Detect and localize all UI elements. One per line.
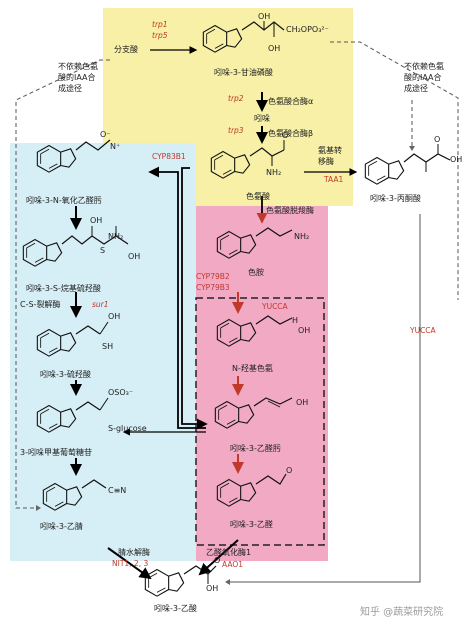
sur1-label: sur1 — [92, 300, 109, 309]
indep-right-1: 不依赖色氨 — [404, 62, 444, 71]
dashed-left-indep — [15, 59, 110, 511]
aminotransferase-1: 氨基转 — [318, 146, 342, 155]
thio-sh-label: SH — [102, 342, 114, 351]
tryptamine-region — [196, 206, 328, 561]
thiohydroximate-structure — [36, 321, 109, 357]
aldehyde-oxidase-label: 乙醛氧化酶1 — [206, 548, 252, 557]
dashed-right-indep — [330, 41, 459, 300]
ianoxide-o-label: O⁻ — [100, 130, 111, 139]
yucca-pink-label: YUCCA — [262, 302, 288, 311]
nitrilase-label: 腈水解酶 — [118, 548, 150, 557]
iaox-structure — [214, 397, 293, 429]
cyp83b1-label: CYP83B1 — [152, 152, 186, 161]
gluco-oso3-label: OSO₃⁻ — [108, 388, 134, 397]
iaald-o-label: O — [286, 466, 293, 475]
indep-left-1: 不依赖色氨 — [58, 62, 98, 71]
arrow-yucca-to-iaa — [225, 214, 421, 585]
ian-label: 吲哚-3-乙腈 — [40, 522, 83, 531]
n-hydroxy-structure — [216, 315, 293, 347]
branch-acid-label: 分支酸 — [114, 45, 138, 54]
ianoxide-n-label: N⁺ — [110, 142, 121, 151]
salkyl-s-label: S — [100, 246, 106, 255]
tryptophan-structure — [210, 140, 285, 179]
tryptamine-label: 色胺 — [248, 268, 264, 277]
s-alkyl-structure — [22, 226, 129, 267]
glucosinolate-label: 3-吲哚甲基葡萄糖苷 — [20, 448, 92, 457]
iaox-label: 吲哚-3-乙醛肟 — [230, 444, 281, 453]
nhydroxy-h-label: H — [292, 316, 299, 325]
trp-decarboxylase-label: 色氨酸脱羧酶 — [266, 206, 314, 215]
aminotransferase-2: 移酶 — [318, 157, 334, 166]
nit-label: NIT1, 2, 3 — [112, 559, 149, 568]
n-hydroxy-label: N-羟基色氨 — [232, 364, 273, 373]
arrow-trp-to-ianoxide — [181, 167, 208, 430]
yucca-right-label: YUCCA — [410, 326, 436, 335]
glucosinolate-structure — [36, 397, 109, 433]
oh-label-1: OH — [258, 12, 271, 21]
thiohydroximate-label: 吲哚-3-硫羟酸 — [40, 370, 91, 379]
trp-oh-o-label: O — [282, 131, 289, 140]
po3-label: CH₂OPO₃²⁻ — [286, 25, 329, 34]
thio-oh-label: OH — [108, 312, 121, 321]
indep-right-3: 成途径 — [404, 84, 428, 93]
aao1-label: AAO1 — [222, 560, 244, 569]
ipa-o-label: O — [434, 135, 441, 144]
ipa-structure — [364, 144, 451, 185]
ipa-oh-label: OH — [450, 155, 463, 164]
iaa-o-label: O — [214, 556, 221, 565]
iaa-label: 吲哚-3-乙酸 — [154, 604, 197, 613]
salkyl-oh2-label: OH — [128, 252, 141, 261]
indep-left-3: 成途径 — [58, 84, 82, 93]
arrow-ian-to-iaa — [107, 547, 152, 580]
cyp79b3-label: CYP79B3 — [196, 283, 230, 292]
igp-structure — [202, 21, 285, 53]
trp1-label: trp1 — [152, 20, 168, 29]
indep-right-2: 酸的IAA合 — [404, 73, 442, 82]
ian-oxide-label: 吲哚-3-N-氧化乙醛肟 — [26, 196, 102, 205]
cyp79b2-label: CYP79B2 — [196, 272, 230, 281]
trp5-label: trp5 — [152, 31, 168, 40]
salkyl-nh2-label: NH₂ — [108, 232, 124, 241]
arrow-iaald-to-iaa — [198, 539, 239, 576]
s-alkyl-label: 吲哚-3-S-烷基硫羟酸 — [26, 284, 101, 293]
trp3-label: trp3 — [228, 126, 244, 135]
taa1-label: TAA1 — [324, 175, 344, 184]
trp2-label: trp2 — [228, 94, 244, 103]
oh-label-2: OH — [268, 44, 281, 53]
ian-cn-label: C≡N — [108, 486, 127, 495]
iaald-label: 吲哚-3-乙醛 — [230, 520, 273, 529]
trp-synthase-a-label: 色氨酸合酶α — [268, 97, 314, 106]
s-glucose-label: S-glucose — [108, 424, 147, 433]
nhydroxy-oh-label: OH — [298, 326, 311, 335]
arrow-iaox-to-ianoxide — [148, 166, 206, 429]
ian-oxide-structure — [36, 139, 111, 173]
indep-left-2: 酸的IAA合 — [58, 73, 96, 82]
ipa-label: 吲哚-3-丙酮酸 — [370, 194, 421, 203]
indole-label: 吲哚 — [254, 114, 270, 123]
trp-nh2-label: NH₂ — [266, 168, 282, 177]
iaox-oh-label: OH — [296, 398, 309, 407]
ian-structure — [42, 479, 107, 511]
salkyl-oh-label: OH — [90, 216, 103, 225]
iaa-oh-label: OH — [206, 584, 219, 593]
igp-label: 吲哚-3-甘油磷酸 — [214, 68, 273, 77]
tryptamine-structure — [216, 227, 293, 259]
tryptamine-nh2-label: NH₂ — [294, 232, 310, 241]
cs-lyase-label: C-S-裂解酶 — [20, 300, 61, 309]
trp-synthase-b-label: 色氨酸合酶β — [268, 129, 314, 138]
tryptophan-label: 色氨酸 — [246, 192, 270, 201]
iaald-structure — [216, 473, 287, 507]
watermark: 知乎 @蔬菜研究院 — [360, 607, 444, 618]
